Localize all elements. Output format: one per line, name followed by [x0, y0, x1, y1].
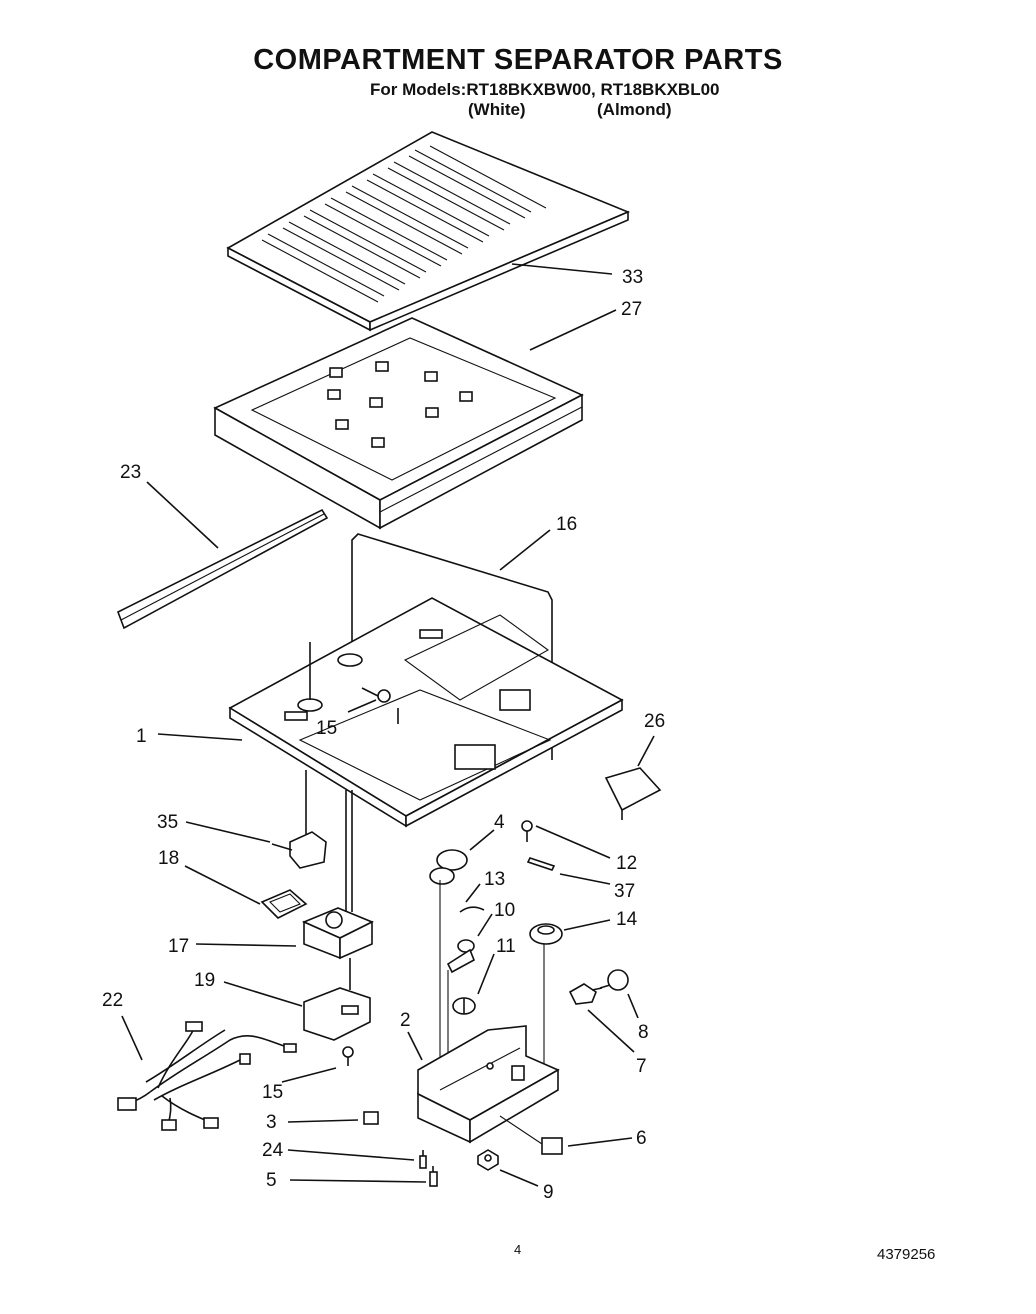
- callout-23: 23: [120, 462, 141, 483]
- page-number: 4: [514, 1242, 522, 1257]
- callout-13: 13: [484, 869, 505, 890]
- callout-26: 26: [644, 711, 665, 732]
- callout-24: 24: [262, 1140, 284, 1161]
- callout-16: 16: [556, 514, 577, 535]
- callout-37: 37: [614, 881, 635, 902]
- part-3-clip: [363, 1111, 379, 1125]
- callout-8: 8: [638, 1022, 649, 1043]
- part-6-switch: [499, 1115, 563, 1155]
- part-16-wire: [351, 533, 553, 760]
- callout-1: 1: [136, 726, 147, 747]
- page-title: COMPARTMENT SEPARATOR PARTS: [253, 44, 783, 76]
- callout-33: 33: [622, 267, 643, 288]
- part-26-cover: [604, 767, 662, 820]
- part-10-control: [446, 939, 476, 1070]
- callout-18: 18: [158, 848, 179, 869]
- part-8-lamp: [599, 969, 629, 991]
- part-5-screw: [429, 1166, 438, 1187]
- part-22-wire-harness: [117, 1021, 297, 1131]
- models-line: For Models:RT18BKXBW00, RT18BKXBL00: [370, 80, 720, 99]
- part-12-screw: [521, 820, 533, 842]
- callout-6: 6: [636, 1128, 647, 1149]
- callout-15-upper: 15: [316, 718, 337, 739]
- part-15-screw-upper: [361, 687, 391, 703]
- part-24-screw: [419, 1150, 427, 1169]
- callout-3: 3: [266, 1112, 277, 1133]
- part-35-damper: [271, 770, 327, 869]
- callout-2: 2: [400, 1010, 411, 1031]
- part-19-bracket: [303, 958, 371, 1041]
- part-37-clip: [526, 857, 556, 871]
- part-27-frame: [213, 317, 584, 530]
- part-1-separator-pan: [228, 597, 624, 828]
- part-14-knob: [529, 923, 563, 1070]
- part-23-strip: [116, 508, 329, 630]
- callout-14: 14: [616, 909, 638, 930]
- callout-5: 5: [266, 1170, 277, 1191]
- part-18-gasket: [260, 889, 308, 919]
- callout-4: 4: [494, 812, 505, 833]
- callout-9: 9: [543, 1182, 554, 1203]
- part-17-housing: [301, 790, 374, 960]
- callout-19: 19: [194, 970, 215, 991]
- variant-almond: (Almond): [597, 100, 672, 119]
- callout-numbers: 33 27 23 16 1 15 26 35 4 12 18 13 37 10 …: [102, 267, 665, 1203]
- callout-12: 12: [616, 853, 637, 874]
- callout-11: 11: [496, 936, 516, 957]
- callout-7: 7: [636, 1056, 647, 1077]
- variant-white: (White): [468, 100, 526, 119]
- part-2-control-housing: [417, 1025, 560, 1144]
- callout-17: 17: [168, 936, 189, 957]
- part-7-socket: [568, 983, 603, 1005]
- part-13-spring: [459, 906, 485, 913]
- document-number: 4379256: [877, 1246, 936, 1263]
- callout-10: 10: [494, 900, 515, 921]
- part-33-grille: [226, 131, 631, 332]
- part-15-screw-lower: [342, 1046, 354, 1066]
- callout-35: 35: [157, 812, 178, 833]
- callout-15-lower: 15: [262, 1082, 283, 1103]
- leader-lines: [121, 263, 655, 1187]
- part-9-nut: [477, 1149, 499, 1171]
- part-11-bushing: [452, 997, 476, 1015]
- callout-27: 27: [621, 299, 642, 320]
- callout-22: 22: [102, 990, 123, 1011]
- part-4-knob: [429, 849, 468, 1066]
